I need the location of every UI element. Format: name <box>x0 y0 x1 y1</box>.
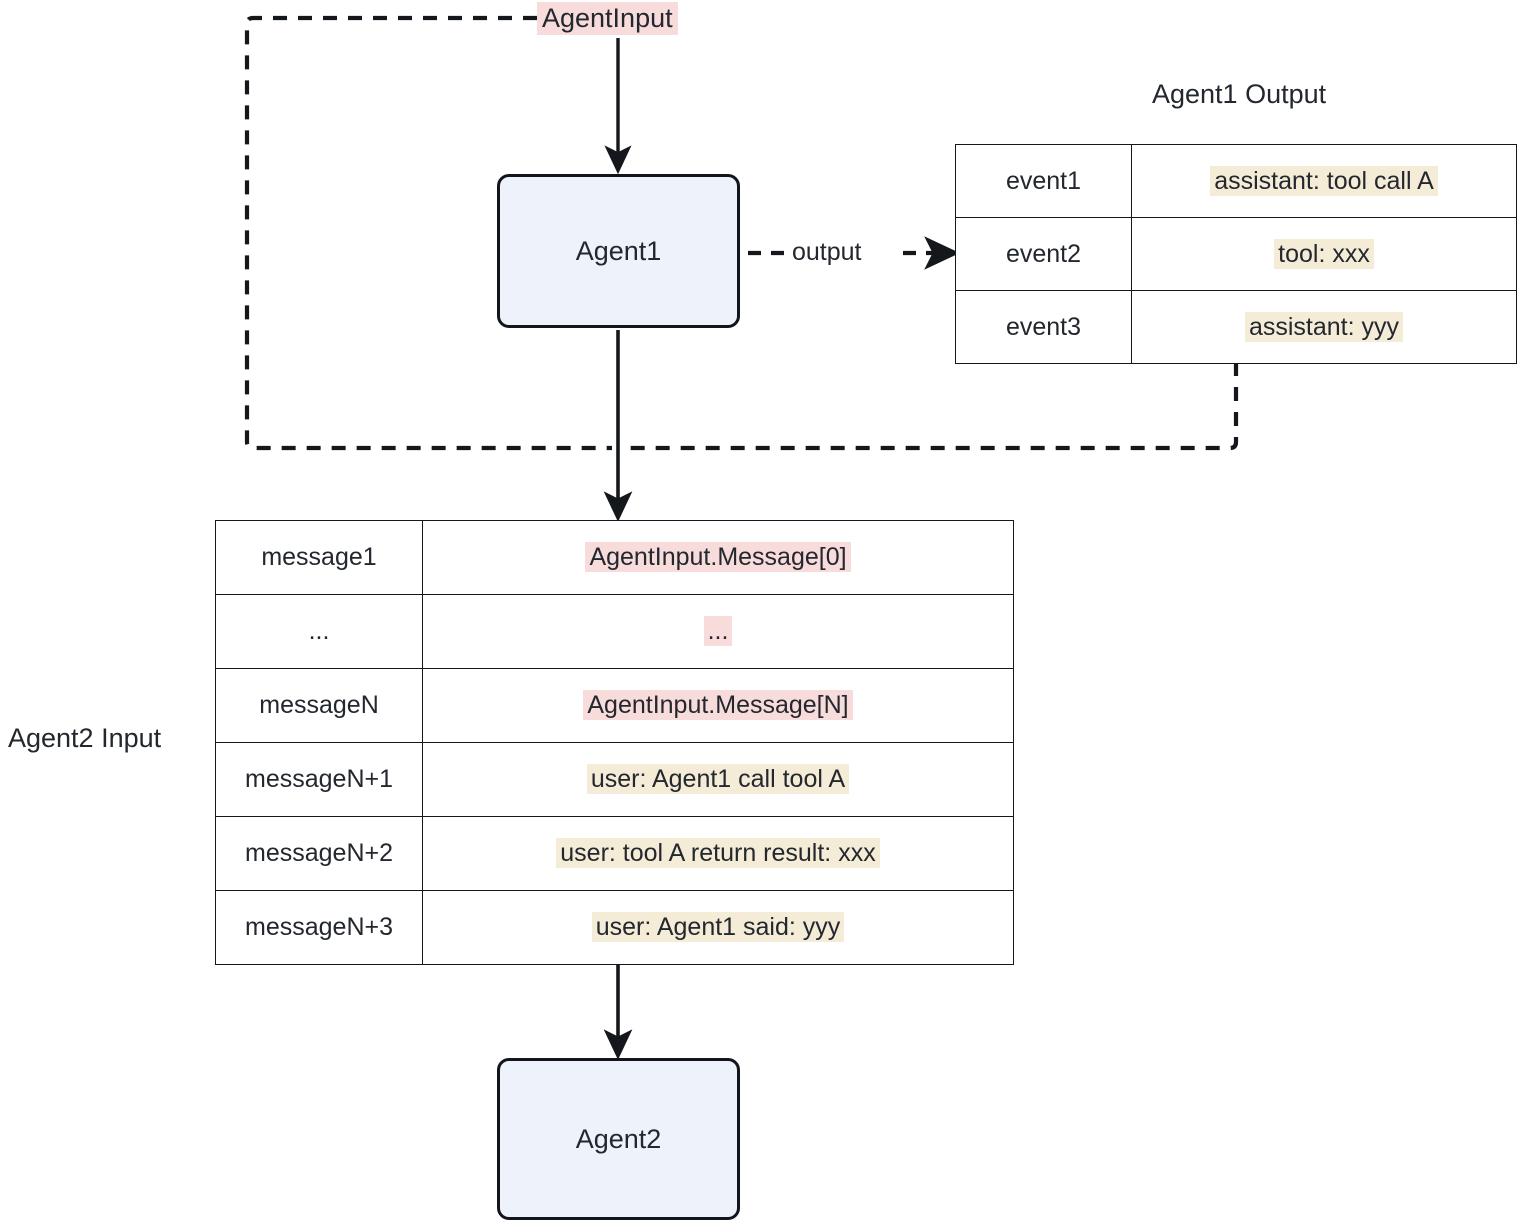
cell-text: event2 <box>1005 239 1082 268</box>
event-value-cell: tool: xxx <box>1131 217 1517 291</box>
cell-text: AgentInput.Message[0] <box>585 542 851 572</box>
table-row: messageN AgentInput.Message[N] <box>215 668 1014 743</box>
message-key-cell: ... <box>215 594 423 669</box>
message-value-cell: AgentInput.Message[N] <box>422 668 1014 743</box>
cell-text: event3 <box>1005 312 1082 341</box>
cell-text: ... <box>703 616 733 646</box>
output-edge-label: output <box>792 238 862 266</box>
agent-input-label: AgentInput <box>537 2 678 35</box>
table-row: messageN+2 user: tool A return result: x… <box>215 816 1014 891</box>
message-value-cell: user: tool A return result: xxx <box>422 816 1014 891</box>
cell-text: messageN+3 <box>245 913 393 941</box>
message-value-cell: AgentInput.Message[0] <box>422 520 1014 595</box>
message-value-cell: user: Agent1 call tool A <box>422 742 1014 817</box>
edge-output-table-feedback <box>624 362 1239 451</box>
cell-text: messageN <box>259 691 379 719</box>
message-key-cell: messageN+1 <box>215 742 423 817</box>
table-row: message1 AgentInput.Message[0] <box>215 520 1014 595</box>
message-key-cell: messageN <box>215 668 423 743</box>
cell-text: assistant: yyy <box>1244 311 1404 342</box>
cell-text: user: tool A return result: xxx <box>556 838 880 868</box>
agent1-node-label: Agent1 <box>575 235 662 266</box>
cell-text: AgentInput.Message[N] <box>583 690 853 720</box>
table-row: ... ... <box>215 594 1014 669</box>
agent2-input-table: message1 AgentInput.Message[0] ... ... m… <box>215 520 1014 965</box>
agent2-input-title: Agent2 Input <box>8 723 162 753</box>
cell-text: event1 <box>1005 166 1082 195</box>
message-value-cell: ... <box>422 594 1014 669</box>
event-value-cell: assistant: yyy <box>1131 290 1517 364</box>
table-row: event2 tool: xxx <box>955 217 1517 291</box>
event-key-cell: event1 <box>955 144 1132 218</box>
cell-text: tool: xxx <box>1274 238 1374 269</box>
agent1-output-title: Agent1 Output <box>1152 79 1327 109</box>
cell-text: messageN+2 <box>245 839 393 867</box>
table-row: event3 assistant: yyy <box>955 290 1517 364</box>
message-value-cell: user: Agent1 said: yyy <box>422 890 1014 965</box>
agent2-node[interactable]: Agent2 <box>497 1058 740 1220</box>
message-key-cell: message1 <box>215 520 423 595</box>
cell-text: message1 <box>261 543 377 571</box>
agent1-output-table: event1 assistant: tool call A event2 too… <box>955 144 1517 364</box>
cell-text: user: Agent1 said: yyy <box>591 912 845 942</box>
event-value-cell: assistant: tool call A <box>1131 144 1517 218</box>
message-key-cell: messageN+2 <box>215 816 423 891</box>
event-key-cell: event2 <box>955 217 1132 291</box>
table-row: event1 assistant: tool call A <box>955 144 1517 218</box>
cell-text: messageN+1 <box>245 765 393 793</box>
message-key-cell: messageN+3 <box>215 890 423 965</box>
event-key-cell: event3 <box>955 290 1132 364</box>
table-row: messageN+3 user: Agent1 said: yyy <box>215 890 1014 965</box>
agent2-node-label: Agent2 <box>575 1123 662 1154</box>
cell-text: user: Agent1 call tool A <box>586 764 850 794</box>
table-row: messageN+1 user: Agent1 call tool A <box>215 742 1014 817</box>
agent1-node[interactable]: Agent1 <box>497 174 740 328</box>
cell-text: assistant: tool call A <box>1210 165 1438 196</box>
cell-text: ... <box>308 617 330 645</box>
